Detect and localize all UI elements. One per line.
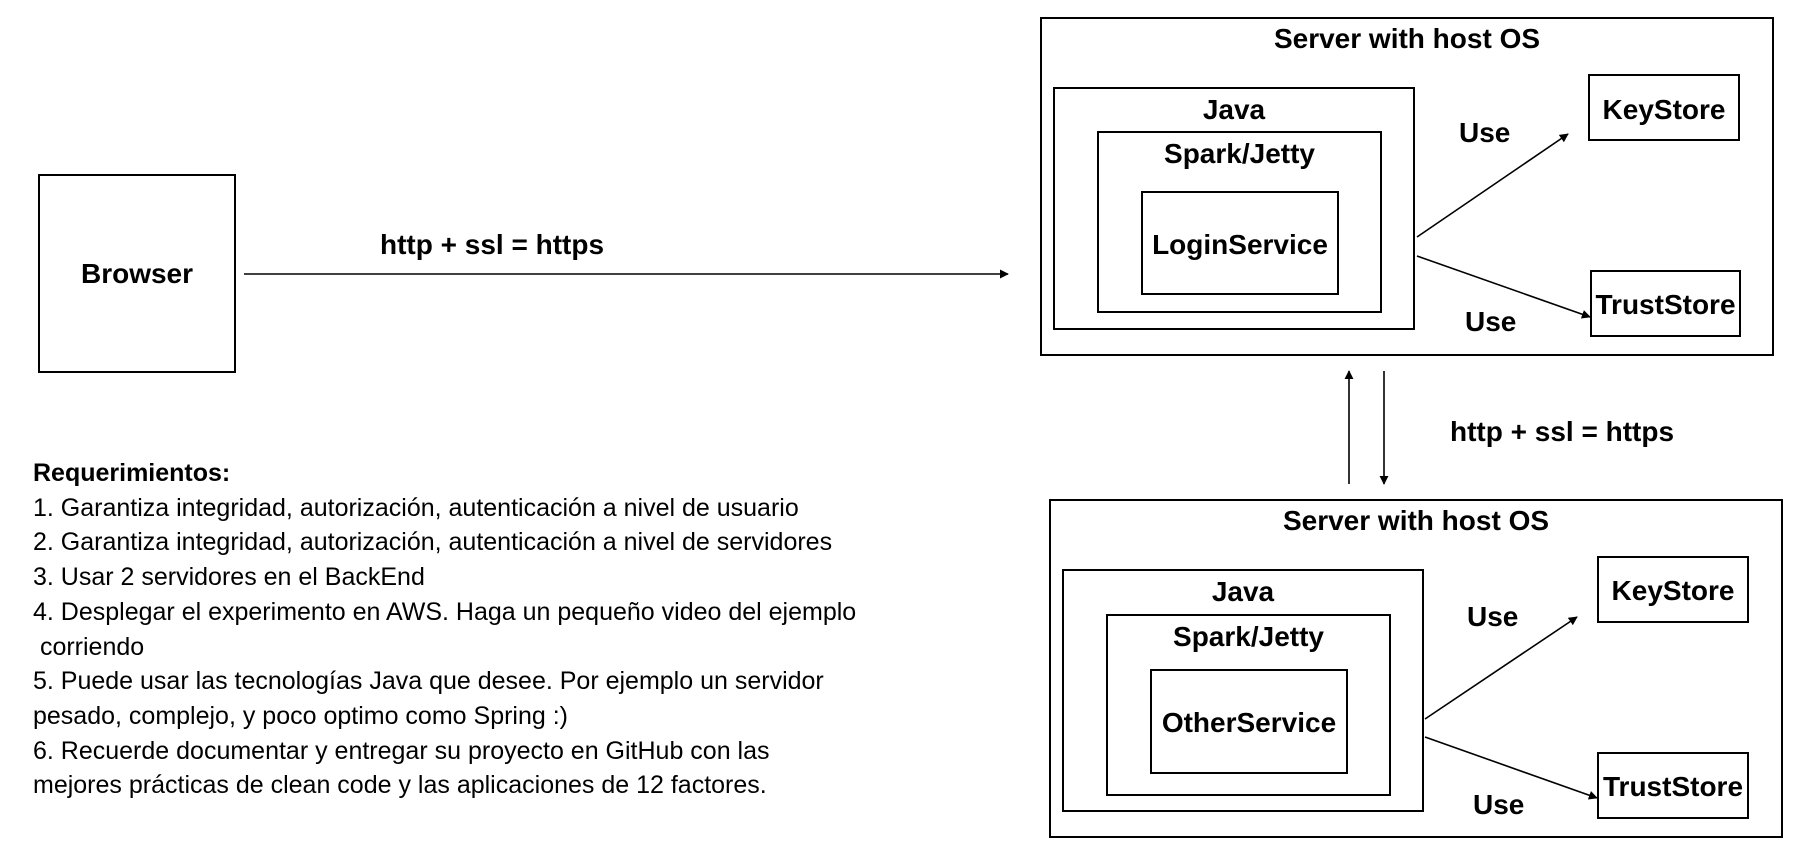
bottom-keystore-box: [1597, 556, 1749, 623]
bottom-spark-label: Spark/Jetty: [1173, 621, 1324, 652]
bottom-service-label: OtherService: [1161, 707, 1337, 738]
bottom-keystore-label: KeyStore: [1611, 575, 1735, 606]
requirement-line: mejores prácticas de clean code y las ap…: [33, 771, 767, 800]
top-to-keystore-arrow: [1416, 133, 1569, 238]
browser-box: [38, 174, 236, 373]
top-truststore-label: TrustStore: [1595, 289, 1736, 320]
requirement-line: corriendo: [33, 632, 145, 661]
server-link-label: http + ssl = https: [1450, 416, 1675, 447]
requirement-line: 3. Usar 2 servidores en el BackEnd: [33, 563, 425, 592]
requirements-block: Requerimientos: 1. Garantiza integridad,…: [33, 456, 856, 803]
requirement-line: 1. Garantiza integridad, autorización, a…: [33, 493, 799, 522]
requirement-line: 2. Garantiza integridad, autorización, a…: [33, 528, 833, 557]
top-use-truststore-label: Use: [1465, 306, 1517, 337]
requirement-line: 6. Recuerde documentar y entregar su pro…: [33, 736, 770, 765]
top-spark-label: Spark/Jetty: [1164, 138, 1315, 169]
top-service-box: [1141, 191, 1339, 295]
requirement-line: pesado, complejo, y poco optimo como Spr…: [33, 701, 568, 730]
top-truststore-box: [1590, 270, 1741, 337]
top-server-box: [1040, 17, 1774, 356]
bottom-truststore-box: [1597, 752, 1749, 819]
browser-link-label: http + ssl = https: [380, 229, 605, 260]
bottom-java-label: Java: [1211, 576, 1275, 607]
bottom-spark-box: [1106, 614, 1391, 796]
bottom-use-truststore-label: Use: [1473, 789, 1525, 820]
top-java-box: [1053, 87, 1415, 330]
browser-label: Browser: [80, 258, 194, 289]
bottom-use-keystore-label: Use: [1467, 601, 1519, 632]
top-keystore-label: KeyStore: [1602, 94, 1726, 125]
bottom-truststore-label: TrustStore: [1602, 771, 1744, 802]
bottom-server-box: [1049, 499, 1783, 838]
requirement-line: 4. Desplegar el experimento en AWS. Haga…: [33, 597, 857, 626]
bottom-to-keystore-arrow: [1424, 616, 1578, 720]
top-to-truststore-arrow: [1416, 255, 1591, 319]
requirements-heading: Requerimientos:: [33, 459, 231, 487]
top-use-keystore-label: Use: [1459, 117, 1511, 148]
bottom-java-box: [1062, 569, 1424, 812]
bottom-service-box: [1150, 669, 1348, 774]
top-keystore-box: [1588, 74, 1740, 141]
top-server-title: Server with host OS: [1273, 23, 1541, 54]
bottom-server-title: Server with host OS: [1282, 505, 1550, 536]
requirement-line: 5. Puede usar las tecnologías Java que d…: [33, 667, 824, 696]
bottom-to-truststore-arrow: [1424, 736, 1598, 800]
top-service-label: LoginService: [1152, 229, 1328, 260]
top-java-label: Java: [1202, 94, 1266, 125]
top-spark-box: [1097, 131, 1382, 313]
